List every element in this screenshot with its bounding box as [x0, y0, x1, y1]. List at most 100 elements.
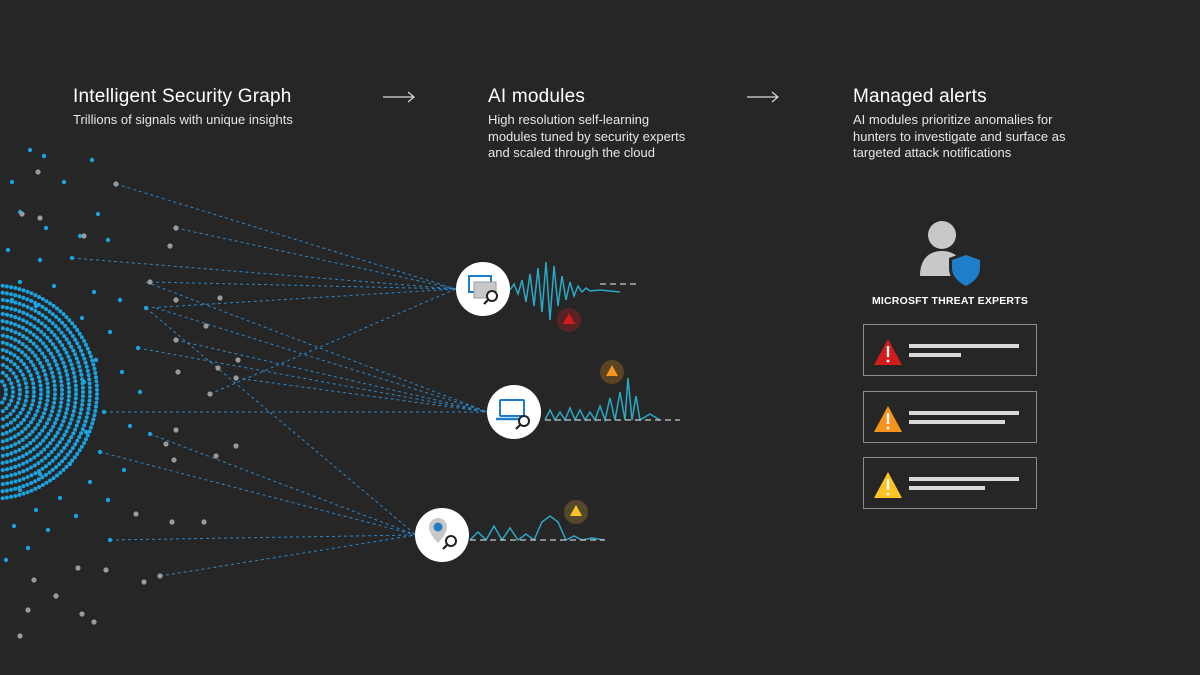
- signal-dot: [97, 449, 103, 455]
- signal-dot: [127, 423, 133, 429]
- signal-dot: [30, 350, 35, 355]
- signal-dot-gray: [233, 375, 239, 381]
- signal-dot: [72, 404, 77, 409]
- signal-dot: [5, 467, 9, 472]
- signal-dot: [0, 439, 5, 444]
- signal-dot-gray: [35, 169, 41, 175]
- signal-dot: [50, 312, 55, 317]
- alert-card-medium[interactable]: [863, 391, 1037, 443]
- signal-dot: [56, 366, 61, 371]
- signal-dot: [107, 537, 113, 543]
- signal-dot: [43, 324, 48, 329]
- signal-dot: [40, 428, 45, 433]
- signal-dot: [61, 179, 67, 185]
- signal-dot: [9, 473, 14, 478]
- signal-dot: [75, 328, 80, 333]
- signal-dot: [48, 441, 53, 446]
- signal-dot: [37, 348, 42, 352]
- signal-dot: [81, 390, 85, 394]
- signal-dot: [105, 497, 111, 503]
- signal-dot: [66, 402, 70, 407]
- signal-dot: [31, 341, 36, 346]
- signal-dot: [67, 461, 73, 467]
- signal-dot: [0, 460, 5, 465]
- signal-dot: [9, 297, 15, 303]
- column-ai-modules: AI modules High resolution self-learning…: [488, 86, 728, 162]
- signal-dot-gray: [207, 391, 213, 397]
- signal-dot: [20, 325, 25, 330]
- signal-dot: [4, 414, 9, 419]
- signal-dot: [21, 484, 26, 489]
- signal-dot: [40, 364, 45, 369]
- signal-dot: [45, 444, 50, 449]
- signal-dot: [33, 353, 38, 358]
- signal-dot-gray: [81, 233, 87, 239]
- signal-dot: [0, 290, 5, 295]
- signal-dot: [0, 370, 5, 375]
- signal-dot: [13, 494, 18, 498]
- signal-dot: [31, 394, 36, 399]
- signal-dot: [55, 430, 60, 435]
- signal-dot: [50, 321, 55, 326]
- signal-dot: [147, 431, 153, 437]
- signal-dot: [40, 483, 45, 487]
- signal-dot: [4, 349, 9, 354]
- signal-dot: [49, 330, 54, 334]
- orange-alert-icon: [600, 360, 624, 384]
- signal-dot-gray: [173, 427, 179, 433]
- signal-dot: [24, 344, 29, 349]
- signal-dot: [62, 364, 67, 369]
- signal-dot: [42, 425, 47, 429]
- signal-dot: [94, 404, 98, 409]
- signal-dot: [94, 396, 99, 401]
- signal-dot: [37, 400, 42, 405]
- signal-dot-gray: [217, 295, 223, 301]
- signal-dot: [21, 476, 26, 481]
- signal-dot: [79, 431, 84, 436]
- signal-dot: [43, 435, 48, 440]
- signal-dot: [79, 372, 84, 377]
- signal-dot: [0, 297, 5, 302]
- signal-dot: [49, 450, 54, 454]
- signal-dot: [61, 419, 66, 424]
- signal-dot: [70, 366, 75, 371]
- signal-dot: [13, 300, 18, 305]
- connection-line: [175, 339, 489, 413]
- alert-card-low[interactable]: [863, 457, 1037, 509]
- signal-dot: [77, 415, 82, 420]
- signal-dot: [137, 389, 143, 395]
- signal-dot: [9, 285, 14, 290]
- signal-dot: [13, 322, 18, 327]
- signal-dot: [28, 330, 33, 335]
- signal-dot: [52, 396, 57, 401]
- signal-dot: [35, 335, 39, 340]
- signal-dot: [64, 368, 69, 373]
- signal-dot: [60, 320, 65, 325]
- signal-dot: [21, 461, 26, 466]
- signal-dot: [76, 419, 81, 424]
- signal-dot: [60, 387, 64, 392]
- signal-dot: [51, 476, 56, 481]
- signal-dot: [79, 444, 84, 449]
- signal-dot: [42, 355, 47, 359]
- signal-dot: [35, 422, 40, 427]
- signal-dot: [33, 426, 38, 431]
- signal-dot: [35, 409, 40, 413]
- signal-dot: [79, 407, 84, 412]
- signal-dot-gray: [167, 243, 173, 249]
- signal-dot: [56, 452, 61, 457]
- signal-dot: [87, 479, 93, 485]
- threat-expert-avatar-icon: [920, 221, 983, 289]
- signal-dot: [23, 381, 28, 386]
- signal-dot: [20, 350, 24, 355]
- signal-dot: [46, 390, 50, 394]
- signal-dot: [10, 385, 15, 390]
- signal-dot: [95, 387, 99, 392]
- alert-card-high[interactable]: [863, 324, 1037, 376]
- signal-dot: [74, 356, 79, 361]
- signal-dot: [95, 211, 101, 217]
- signal-dot: [5, 481, 10, 486]
- signal-dot: [35, 357, 40, 362]
- signal-dot: [32, 463, 37, 468]
- signal-dot: [20, 372, 25, 377]
